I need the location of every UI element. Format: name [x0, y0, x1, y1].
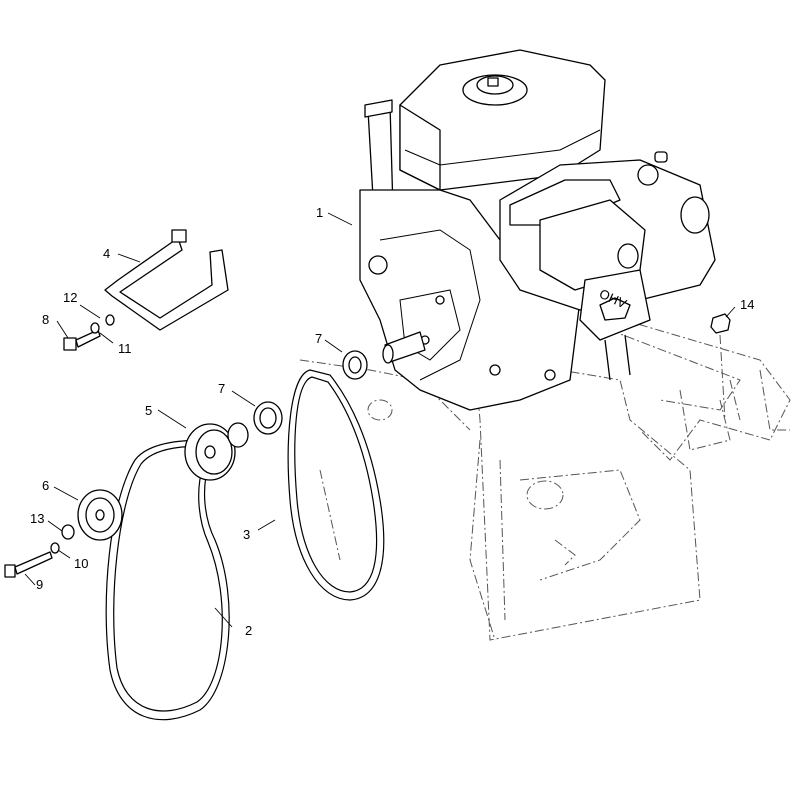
- washer-13: [61, 524, 75, 540]
- housing-frame-phantom: [299, 299, 791, 641]
- bolt-9: [4, 551, 53, 578]
- pulley-5: [184, 422, 249, 481]
- belt-2: [105, 439, 230, 721]
- callout-5: 5: [145, 403, 152, 418]
- washer-10: [50, 542, 60, 554]
- idler-7-lower: [253, 401, 283, 435]
- engine-assembly: OHV: [359, 49, 716, 411]
- callout-1: 1: [316, 205, 323, 220]
- callout-2: 2: [245, 623, 252, 638]
- washer-11: [90, 322, 100, 334]
- leader-lines: [24, 212, 736, 628]
- pulley-6: [77, 489, 123, 541]
- belt-3: [287, 369, 385, 601]
- idler-7-upper: [342, 350, 368, 380]
- callout-10: 10: [74, 556, 88, 571]
- callout-3: 3: [243, 527, 250, 542]
- callout-4: 4: [103, 246, 110, 261]
- callout-12: 12: [63, 290, 77, 305]
- washer-12: [105, 314, 115, 326]
- callout-6: 6: [42, 478, 49, 493]
- callout-7-upper: 7: [315, 331, 322, 346]
- callout-9: 9: [36, 577, 43, 592]
- callout-8: 8: [42, 312, 49, 327]
- nut-14: [710, 313, 731, 334]
- callout-14: 14: [740, 297, 754, 312]
- callout-7-lower: 7: [218, 381, 225, 396]
- callout-13: 13: [30, 511, 44, 526]
- bracket-4: [104, 237, 229, 331]
- callout-labels: 1 2 3 4 5 6 7 7 8 9 10 11 12 13 14: [30, 205, 754, 638]
- bolt-8: [63, 329, 101, 351]
- callout-11: 11: [118, 341, 132, 356]
- bracket-bolt: [171, 229, 187, 243]
